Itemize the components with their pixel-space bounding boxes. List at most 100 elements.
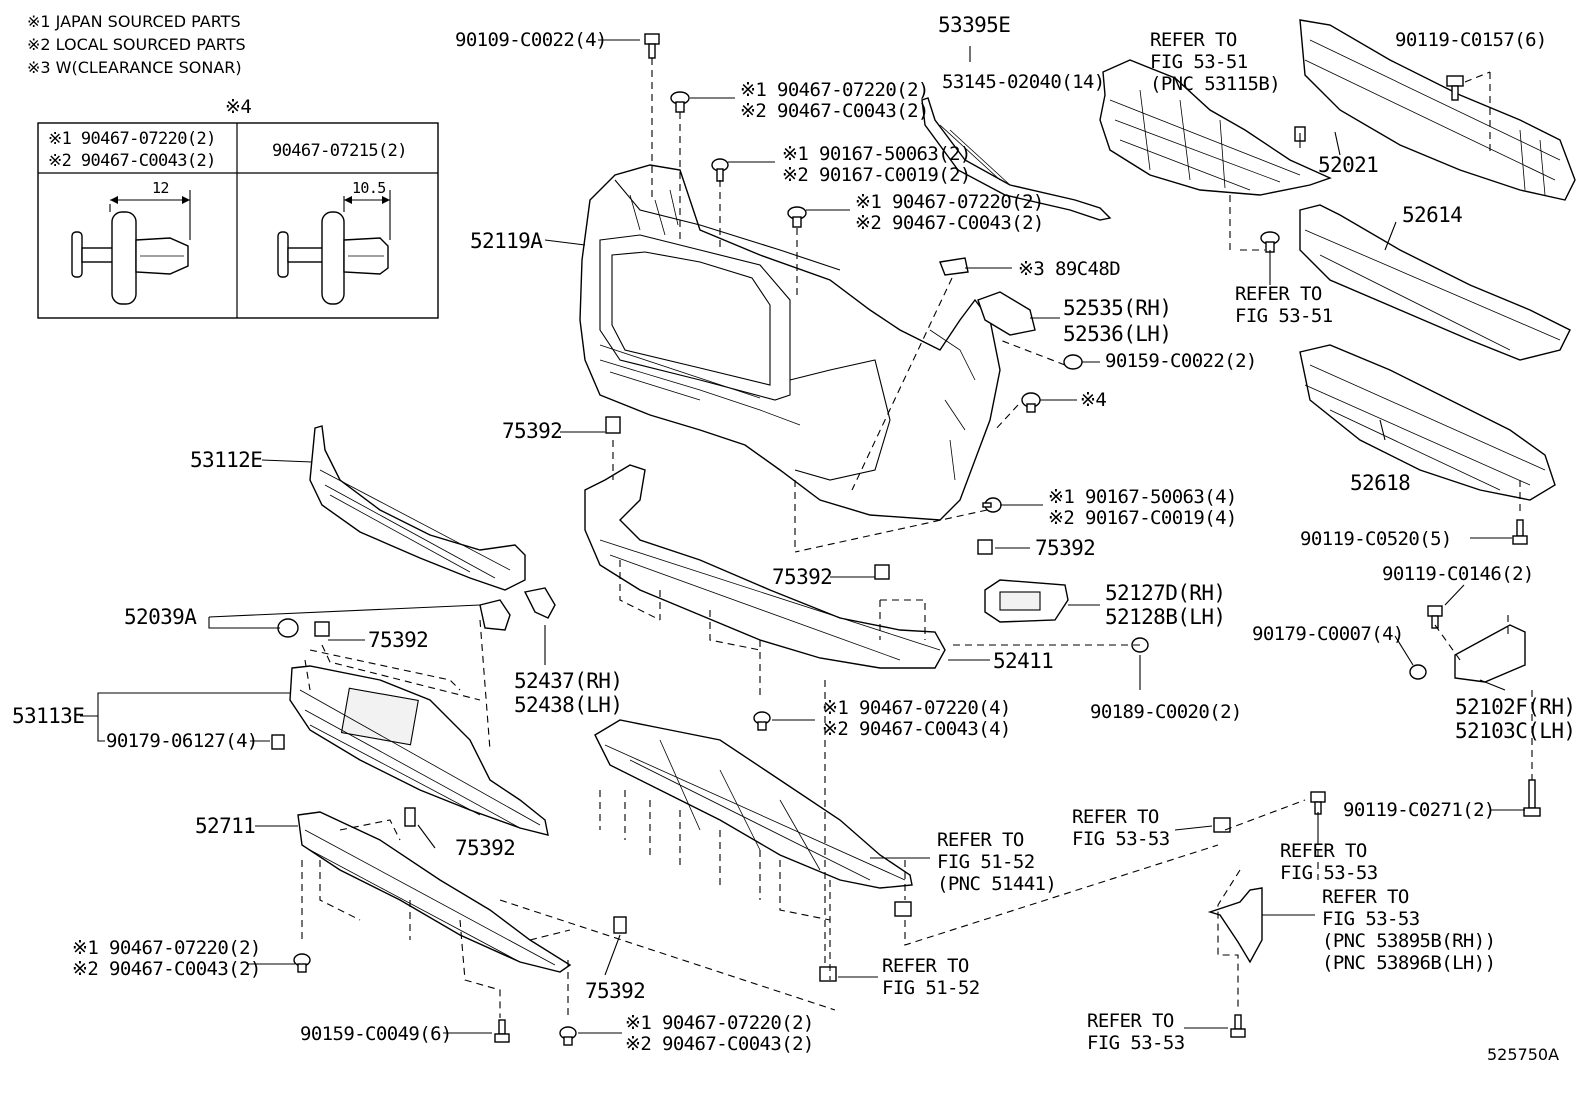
nut-icon	[1409, 664, 1427, 680]
label-refer-51-52-a-1: REFER TO	[937, 829, 1024, 851]
clip-icon	[1021, 392, 1041, 413]
clip-right-header: 90467-07215(2)	[272, 141, 407, 161]
lower-bumper-52411	[584, 464, 946, 669]
label-g-1: ※1 90467-07220(2)	[625, 1012, 814, 1034]
part-labels: 90109-C0022(4) 53395E 53145-02040(14) RE…	[12, 13, 1576, 1064]
bolt-icon	[1310, 791, 1326, 815]
label-90179-C0007: 90179-C0007(4)	[1252, 623, 1404, 645]
nut-icon	[271, 734, 285, 750]
clip-drawing-left: 12	[71, 179, 191, 305]
label-a-1: ※1 90467-07220(2)	[740, 79, 929, 101]
label-refer-53-53-b-2: FIG 53-53	[1280, 862, 1378, 884]
clip-icon	[1213, 817, 1231, 833]
label-refer-53-51-a-1: REFER TO	[1150, 29, 1237, 51]
label-refer-53-51-a-3: (PNC 53115B)	[1150, 73, 1280, 95]
label-52411: 52411	[993, 649, 1053, 673]
clip-icon	[404, 807, 416, 827]
clip-icon	[894, 901, 912, 917]
clip-icon	[1260, 231, 1280, 253]
bumper-cover-52119A	[579, 164, 1001, 521]
label-note-4: ※4	[1080, 389, 1106, 411]
label-89C48D: ※3 89C48D	[1018, 258, 1120, 280]
note-japan: ※1 JAPAN SOURCED PARTS	[27, 12, 241, 31]
label-b-2: ※2 90167-C0019(2)	[782, 164, 971, 186]
nut-icon	[1063, 354, 1083, 370]
label-refer-53-53-c-1: REFER TO	[1322, 886, 1409, 908]
label-90119-C0157: 90119-C0157(6)	[1395, 29, 1547, 51]
label-52536: 52536(LH)	[1063, 322, 1171, 346]
label-75392-f: 75392	[585, 979, 645, 1003]
label-refer-53-51-b-2: FIG 53-51	[1235, 305, 1333, 327]
clip-table-frame	[37, 122, 439, 319]
label-52437: 52437(RH)	[514, 669, 622, 693]
label-d-2: ※2 90167-C0019(4)	[1048, 507, 1237, 529]
label-g-2: ※2 90467-C0043(2)	[625, 1033, 814, 1055]
label-refer-53-53-d-2: FIG 53-53	[1087, 1032, 1185, 1054]
label-refer-53-53-c-3: (PNC 53895B(RH))	[1322, 930, 1495, 952]
label-90119-C0520: 90119-C0520(5)	[1300, 528, 1452, 550]
label-52128B: 52128B(LH)	[1105, 605, 1225, 629]
bracket-52102F	[1454, 624, 1526, 683]
label-90119-C0271: 90119-C0271(2)	[1343, 799, 1495, 821]
label-90109-C0022: 90109-C0022(4)	[455, 29, 607, 51]
label-52119A: 52119A	[470, 229, 543, 253]
label-52438: 52438(LH)	[514, 693, 622, 717]
clip-icon	[787, 206, 807, 228]
undercover-52618	[1299, 344, 1556, 501]
label-75392-a: 75392	[502, 419, 562, 443]
label-53112E: 53112E	[190, 448, 262, 472]
label-e-2: ※2 90467-C0043(4)	[822, 718, 1011, 740]
label-52614: 52614	[1402, 203, 1462, 227]
bolt-icon	[1523, 779, 1541, 817]
label-52127D: 52127D(RH)	[1105, 581, 1225, 605]
clip-icon	[977, 539, 993, 555]
label-refer-53-53-a-2: FIG 53-53	[1072, 828, 1170, 850]
absorber-52614	[1299, 204, 1571, 361]
clip-icon	[293, 953, 311, 973]
clip-icon	[605, 416, 621, 434]
upper-retainer	[1099, 59, 1332, 196]
bolt-icon	[1427, 605, 1443, 629]
bolt-icon	[494, 1019, 510, 1043]
label-refer-53-53-b-1: REFER TO	[1280, 840, 1367, 862]
clip-icon	[314, 621, 330, 637]
label-52039A: 52039A	[124, 605, 197, 629]
label-90159-C0022: 90159-C0022(2)	[1105, 350, 1257, 372]
sonar-89C48D	[939, 257, 969, 276]
label-b-1: ※1 90167-50063(2)	[782, 143, 971, 165]
label-53145-02040: 53145-02040(14)	[942, 71, 1105, 93]
label-75392-e: 75392	[455, 836, 515, 860]
label-90179-06127: 90179-06127(4)	[106, 730, 258, 752]
clip-icon	[753, 711, 771, 731]
mudguard	[1207, 887, 1263, 964]
label-c-2: ※2 90467-C0043(2)	[855, 212, 1044, 234]
clip-icon	[613, 916, 627, 934]
label-refer-51-52-a-2: FIG 51-52	[937, 851, 1035, 873]
label-75392-c: 75392	[772, 565, 832, 589]
label-52102F: 52102F(RH)	[1455, 695, 1575, 719]
spoiler-52711	[297, 811, 572, 973]
label-52021: 52021	[1318, 153, 1378, 177]
clip-left-header-1: ※1 90467-07220(2)	[48, 129, 216, 149]
label-f-1: ※1 90467-07220(2)	[72, 937, 261, 959]
clip-icon	[670, 91, 690, 113]
label-90119-C0146: 90119-C0146(2)	[1382, 563, 1534, 585]
bolt-icon	[644, 33, 660, 59]
label-f-2: ※2 90467-C0043(2)	[72, 958, 261, 980]
fastener-icons	[271, 33, 1541, 1046]
label-52711: 52711	[195, 814, 255, 838]
label-refer-53-51-a-2: FIG 53-51	[1150, 51, 1248, 73]
label-53395E: 53395E	[938, 13, 1010, 37]
clip-left-dim: 12	[152, 179, 169, 197]
clip-table: ※4 ※1 90467-07220(2) ※2 90467-C0043(2) 9…	[37, 96, 439, 319]
clip-table-title: ※4	[225, 96, 251, 118]
moulding-53395E	[921, 97, 1112, 221]
clip-left-header-2: ※2 90467-C0043(2)	[48, 151, 216, 171]
label-75392-b: 75392	[1035, 536, 1095, 560]
label-e-1: ※1 90467-07220(4)	[822, 697, 1011, 719]
note-local: ※2 LOCAL SOURCED PARTS	[27, 35, 246, 54]
legend-notes: ※1 JAPAN SOURCED PARTS ※2 LOCAL SOURCED …	[27, 12, 246, 77]
bolt-icon	[1512, 519, 1528, 545]
clip-right-dim: 10.5	[352, 179, 386, 197]
